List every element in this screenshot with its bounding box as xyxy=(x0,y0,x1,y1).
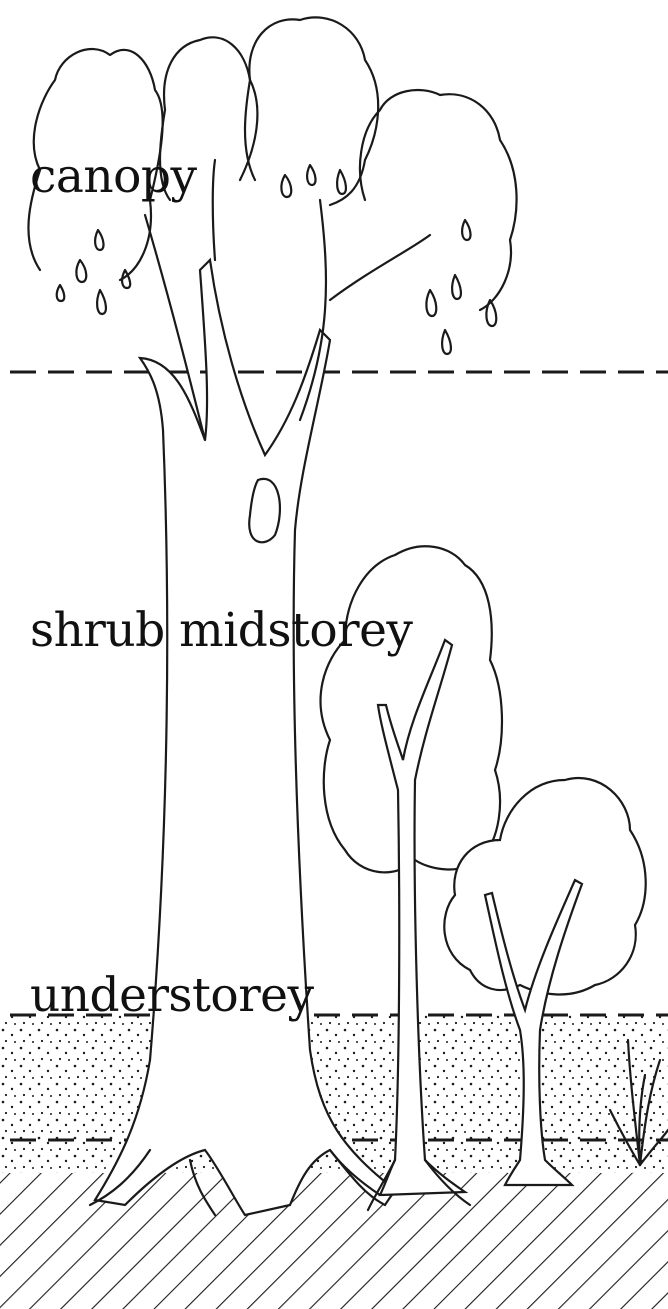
canopy-branch-mid xyxy=(213,160,215,260)
canopy-crown-3 xyxy=(245,17,378,205)
canopy-crown-4 xyxy=(360,90,517,310)
label-shrub-midstorey: shrub midstorey xyxy=(30,607,412,654)
canopy-branch-far-right xyxy=(330,235,430,300)
label-canopy: canopy xyxy=(30,153,197,200)
label-understorey: understorey xyxy=(30,972,314,1019)
